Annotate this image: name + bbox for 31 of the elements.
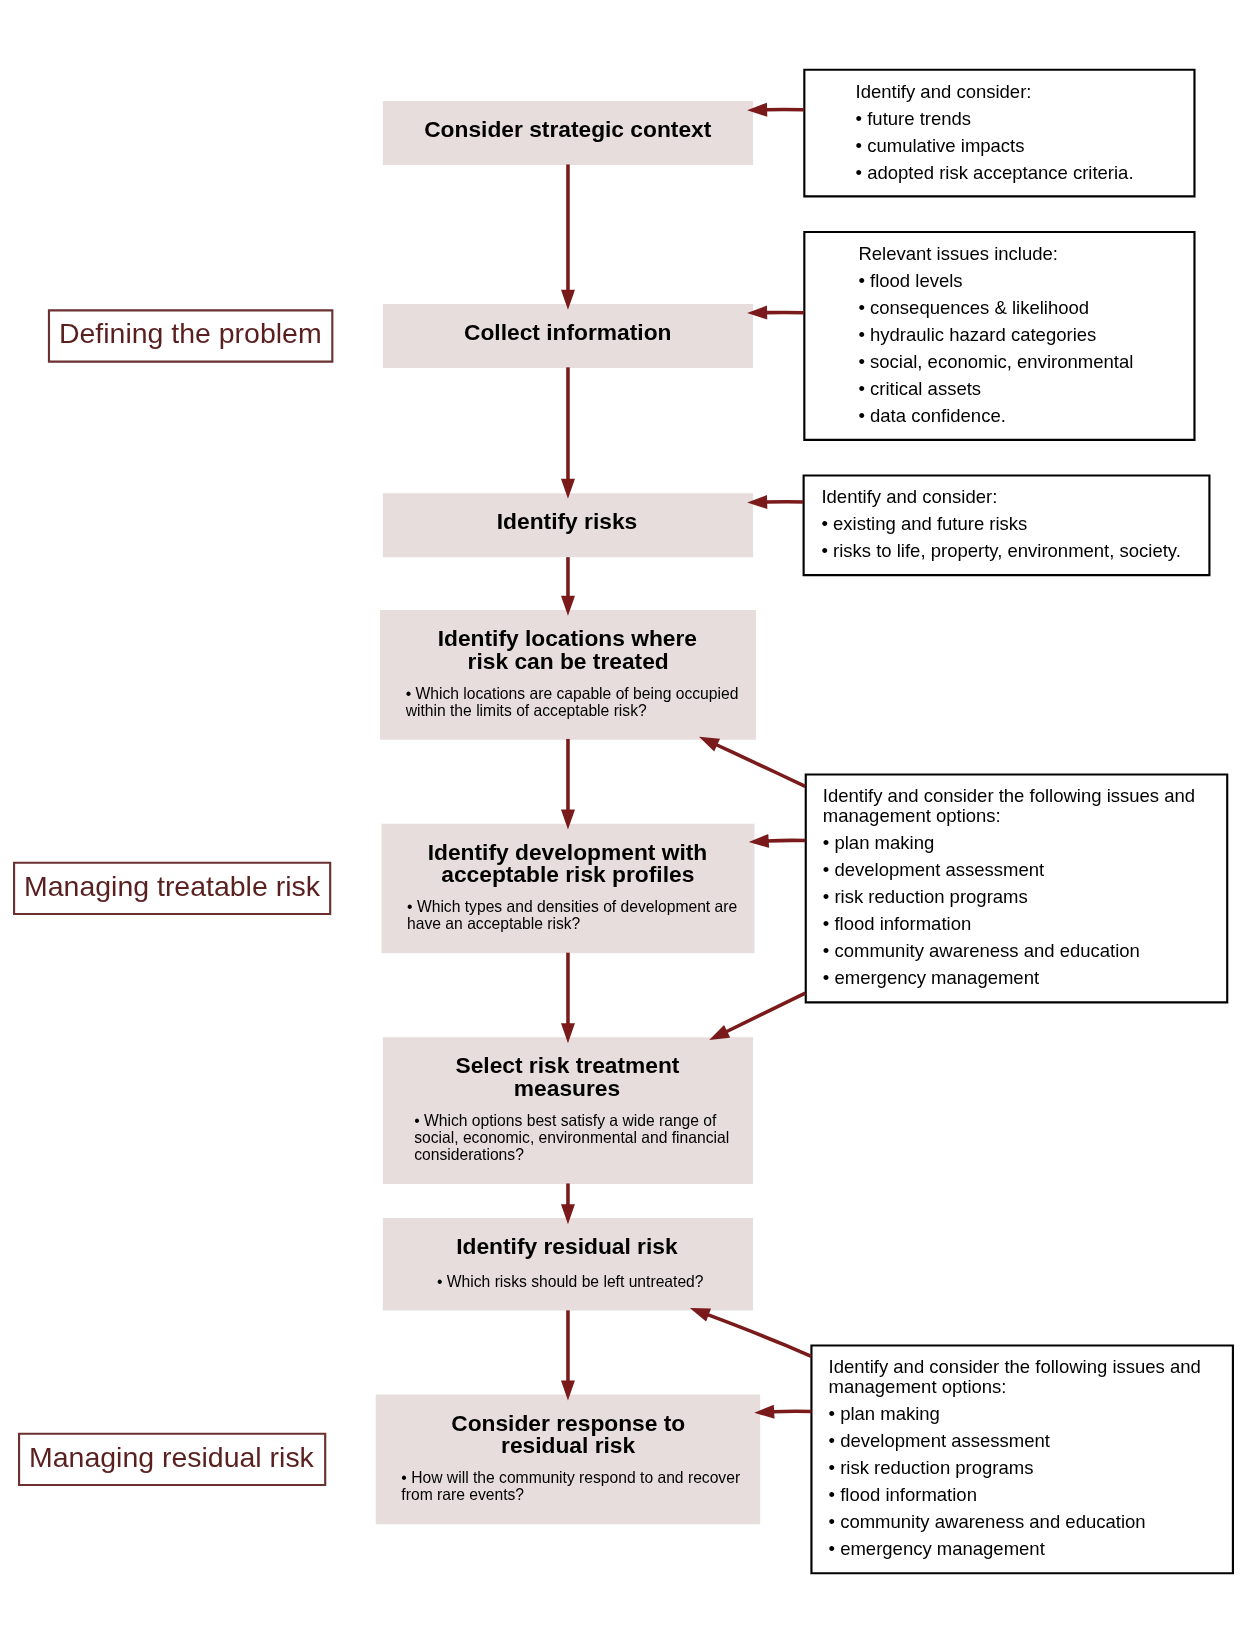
node-box: Identify risks <box>382 493 754 558</box>
node-box: Identify and consider: • future trends • cumulative impacts • adopted risk acceptance criteria. <box>803 68 1196 198</box>
node-box: Managing residual risk <box>18 1432 327 1487</box>
node-box: Relevant issues include: • flood levels • consequences & likelihood • hydraulic hazard categories • social, economic, environmental • critical assets • data confidence. <box>803 230 1196 441</box>
arrow <box>560 952 575 1044</box>
arrow <box>747 102 805 117</box>
node-box: Identify development with acceptable risk profiles • Which types and densities of development are have an acceptable risk? <box>381 823 755 954</box>
arrow <box>560 1183 575 1225</box>
node-box: Identify and consider: • existing and future risks • risks to life, property, environment, society. <box>802 474 1211 577</box>
arrow <box>560 738 575 830</box>
arrow <box>689 1308 812 1359</box>
arrow <box>709 991 807 1041</box>
arrow <box>747 305 805 320</box>
arrow <box>560 164 575 310</box>
arrow <box>754 1404 812 1419</box>
arrow <box>747 495 804 509</box>
arrow <box>748 833 806 848</box>
node-box: Identify locations where risk can be treated • Which locations are capable of being occupied within the limits of acceptable risk? <box>380 610 756 740</box>
node-box: Collect information <box>382 303 754 368</box>
node-box: Identify and consider the following issues and management options: • plan making • development assessment • risk reduction programs • flood information • community awareness and education • emergency management <box>804 773 1229 1004</box>
arrow <box>560 1310 575 1401</box>
arrow <box>560 557 575 616</box>
node-box: Managing treatable risk <box>13 861 332 916</box>
node-box: Consider response to residual risk • How will the community respond to and recover from rare events? <box>375 1394 761 1525</box>
node-box: Select risk treatment measures • Which options best satisfy a wide range of social, economic, environmental and financial considerations? <box>382 1037 754 1184</box>
arrow <box>699 736 806 788</box>
arrow <box>560 367 575 499</box>
node-box: Identify residual risk • Which risks should be left untreated? <box>382 1218 754 1311</box>
node-box: Defining the problem <box>47 309 334 363</box>
node-box: Identify and consider the following issues and management options: • plan making • development assessment • risk reduction programs • flood information • community awareness and education • emergency management <box>810 1344 1234 1575</box>
node-box: Consider strategic context <box>382 101 754 166</box>
